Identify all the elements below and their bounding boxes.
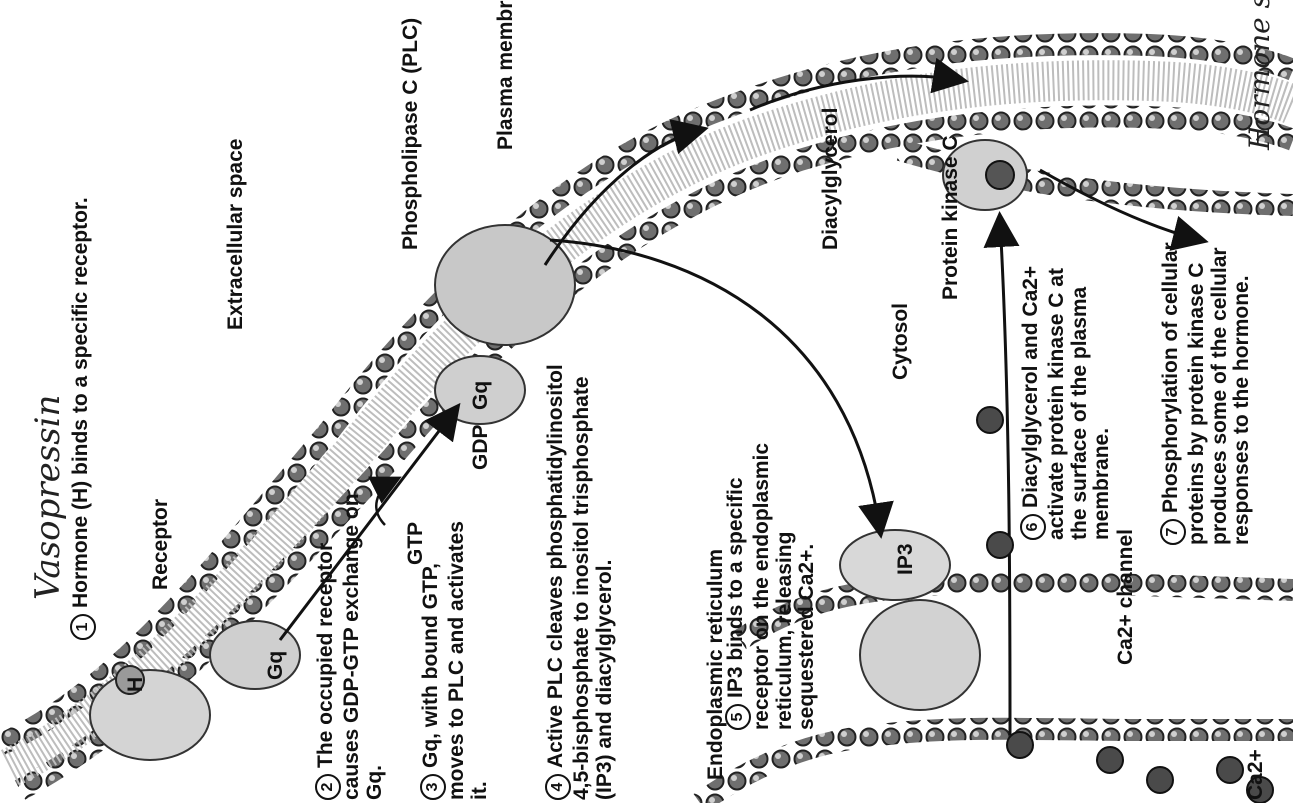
receptor-shape	[90, 670, 210, 760]
step-3: 3Gq, with bound GTP, moves to PLC and ac…	[420, 500, 491, 800]
label-gdp: GDP	[470, 424, 493, 470]
step-6-number: 6	[1020, 514, 1046, 540]
step-4: 4Active PLC cleaves phosphatidylinositol…	[545, 350, 616, 800]
arrow-ca-to-pkc	[1000, 220, 1010, 735]
er-membrane-upper	[700, 729, 1293, 803]
label-cytosol: Cytosol	[890, 303, 913, 380]
label-plc: Phospholipase C (PLC)	[400, 18, 423, 250]
step-7-number: 7	[1160, 519, 1186, 545]
label-h: H	[125, 677, 148, 692]
step-7-text: Phosphorylation of cellular proteins by …	[1159, 242, 1253, 545]
step-5-text: IP3 binds to a specific receptor on the …	[724, 443, 818, 730]
label-gq-gdp: Gq	[265, 651, 288, 680]
step-2-number: 2	[315, 774, 341, 800]
label-diacylglycerol: Diacylglycerol	[820, 108, 843, 250]
label-extracellular: Extracellular space	[225, 139, 248, 330]
step-3-number: 3	[420, 774, 446, 800]
handwritten-vasopressin: Vasopressin	[30, 395, 67, 600]
step-1: 1 Hormone (H) binds to a specific recepto…	[70, 197, 96, 640]
step-3-text: Gq, with bound GTP, moves to PLC and act…	[419, 521, 491, 800]
step-6-text: Diacylglycerol and Ca2+ activate protein…	[1019, 266, 1113, 540]
label-receptor: Receptor	[150, 499, 173, 590]
step-2: 2The occupied receptor causes GDP-GTP ex…	[315, 470, 386, 800]
label-ca: Ca2+	[1245, 749, 1268, 800]
step-1-number: 1	[70, 614, 96, 640]
label-plasma-membrane: Plasma membrane	[495, 0, 518, 150]
step-4-text: Active PLC cleaves phosphatidylinositol …	[544, 364, 616, 800]
step-5: 5IP3 binds to a specific receptor on the…	[725, 440, 819, 730]
plc-shape	[435, 225, 575, 345]
step-2-text: The occupied receptor causes GDP-GTP exc…	[314, 493, 386, 800]
step-1-text: Hormone (H) binds to a specific receptor…	[69, 197, 92, 608]
label-gq-gtp: Gq	[470, 381, 493, 410]
label-pkc: Protein kinase C	[940, 135, 963, 300]
label-ca-channel: Ca2+ channel	[1115, 529, 1138, 665]
step-7: 7Phosphorylation of cellular proteins by…	[1160, 215, 1254, 545]
ca-channel-shape	[860, 600, 980, 710]
step-5-number: 5	[725, 704, 751, 730]
label-ip3: IP3	[895, 543, 918, 575]
step-4-number: 4	[545, 774, 571, 800]
handwritten-note: Hormone step	[1245, 0, 1275, 150]
step-6: 6Diacylglycerol and Ca2+ activate protei…	[1020, 240, 1114, 540]
er-membrane-lower	[740, 583, 1293, 640]
